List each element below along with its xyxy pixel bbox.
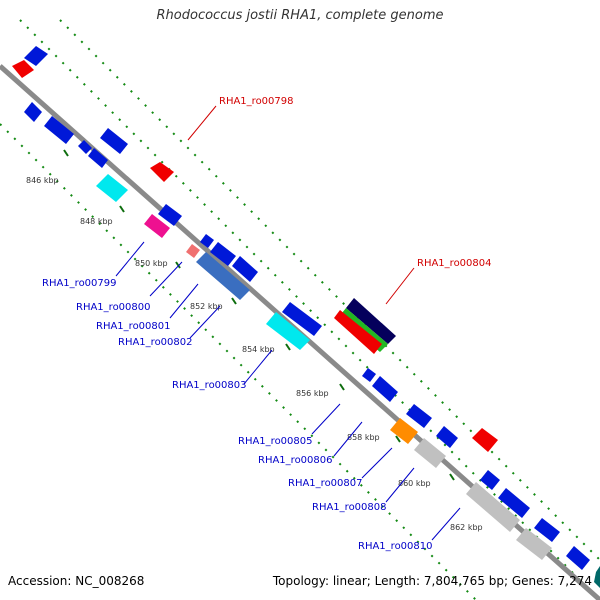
gene-label-ro00805[interactable]: RHA1_ro00805 <box>238 436 313 447</box>
gene-blue-arrow[interactable] <box>232 256 258 282</box>
gene-cyan-box[interactable] <box>266 312 310 350</box>
label-leaders-blue <box>115 241 461 541</box>
tick-854 <box>285 343 291 351</box>
gene-orange-box[interactable] <box>390 418 418 444</box>
leader-ro00807 <box>361 447 393 479</box>
gene-blue-arrow[interactable] <box>282 302 322 336</box>
leader-ro00800 <box>149 261 183 297</box>
leader-ro00804 <box>385 267 415 305</box>
leader-ro00803 <box>243 349 273 385</box>
gene-blue-arrow[interactable] <box>372 376 398 402</box>
gene-blue-arrow[interactable] <box>44 116 74 144</box>
kbp-label: 852 kbp <box>190 302 223 311</box>
kbp-label: 860 kbp <box>398 479 431 488</box>
tick-marks <box>63 149 511 525</box>
gene-label-ro00804[interactable]: RHA1_ro00804 <box>417 258 492 269</box>
gene-blue-arrow[interactable] <box>498 488 530 518</box>
gene-label-ro00803[interactable]: RHA1_ro00803 <box>172 380 247 391</box>
kbp-label: 856 kbp <box>296 389 329 398</box>
gene-blue-arrow[interactable] <box>362 368 376 382</box>
kbp-label: 862 kbp <box>450 523 483 532</box>
gene-features-lower <box>24 102 600 588</box>
leader-ro00806 <box>333 421 363 457</box>
gene-blue-arrow[interactable] <box>566 546 590 570</box>
leader-ro00805 <box>311 403 341 435</box>
tick-852 <box>231 297 237 305</box>
gene-grey-box[interactable] <box>414 438 446 468</box>
gene-darkblue-arrow[interactable] <box>346 298 396 344</box>
kbp-label: 858 kbp <box>347 433 380 442</box>
kbp-label: 848 kbp <box>80 217 113 226</box>
gene-blue-arrow[interactable] <box>210 242 236 266</box>
gene-red-arrow[interactable] <box>472 428 498 452</box>
gene-grey-box[interactable] <box>516 528 552 560</box>
gene-label-ro00798[interactable]: RHA1_ro00798 <box>219 96 294 107</box>
accession-text: Accession: NC_008268 <box>8 574 145 588</box>
gene-red-arrow-ro00804[interactable] <box>334 310 382 354</box>
map-title: Rhodococcus jostii RHA1, complete genome <box>156 8 444 23</box>
tick-856 <box>339 383 345 391</box>
gene-steelblue-box[interactable] <box>196 252 250 300</box>
guide-dotted-lower <box>0 123 477 600</box>
gene-features-upper <box>12 46 498 452</box>
leader-ro00798 <box>187 105 217 141</box>
gene-label-ro00802[interactable]: RHA1_ro00802 <box>118 337 193 348</box>
gene-blue-arrow[interactable] <box>24 102 42 122</box>
gene-red-arrow[interactable] <box>12 60 34 78</box>
gene-blue-arrow[interactable] <box>158 204 182 226</box>
gene-label-ro00801[interactable]: RHA1_ro00801 <box>96 321 171 332</box>
gene-label-ro00810[interactable]: RHA1_ro00810 <box>358 541 433 552</box>
gene-label-ro00807[interactable]: RHA1_ro00807 <box>288 478 363 489</box>
label-leaders-red <box>187 105 415 305</box>
gene-pink-box[interactable] <box>186 244 200 258</box>
topology-text: Topology: linear; Length: 7,804,765 bp; … <box>272 574 592 588</box>
gene-blue-arrow[interactable] <box>436 426 458 448</box>
tick-848 <box>119 205 125 213</box>
gene-label-ro00800[interactable]: RHA1_ro00800 <box>76 302 151 313</box>
tick-858 <box>395 435 401 443</box>
gene-blue-arrow[interactable] <box>24 46 48 66</box>
gene-label-ro00806[interactable]: RHA1_ro00806 <box>258 455 333 466</box>
gene-magenta-box[interactable] <box>144 214 170 238</box>
guide-dotted-upper <box>19 19 600 600</box>
gene-blue-arrow[interactable] <box>200 234 214 248</box>
kbp-label: 846 kbp <box>26 176 59 185</box>
tick-850 <box>175 261 181 269</box>
leader-ro00801 <box>169 283 199 319</box>
kbp-label: 854 kbp <box>242 345 275 354</box>
gene-label-ro00799[interactable]: RHA1_ro00799 <box>42 278 117 289</box>
kbp-label: 850 kbp <box>135 259 168 268</box>
gene-blue-arrow[interactable] <box>480 470 500 490</box>
gene-cyan-box[interactable] <box>96 174 128 202</box>
gene-blue-arrow[interactable] <box>534 518 560 542</box>
gene-grey-box[interactable] <box>466 482 520 532</box>
guide-dotted-upper-2 <box>59 19 600 561</box>
gene-teal-box[interactable] <box>594 566 600 588</box>
gene-blue-arrow[interactable] <box>88 148 108 168</box>
gene-blue-arrow[interactable] <box>406 404 432 428</box>
leader-ro00799 <box>115 241 145 277</box>
gene-label-ro00808[interactable]: RHA1_ro00808 <box>312 502 387 513</box>
gene-red-arrow-ro00798[interactable] <box>150 162 174 182</box>
leader-ro00802 <box>189 305 221 339</box>
leader-ro00810 <box>431 507 461 541</box>
tick-846 <box>63 149 69 157</box>
leader-ro00808 <box>385 467 415 503</box>
gene-blue-arrow[interactable] <box>78 140 92 154</box>
gene-blue-arrow[interactable] <box>100 128 128 154</box>
tick-860 <box>449 473 455 481</box>
